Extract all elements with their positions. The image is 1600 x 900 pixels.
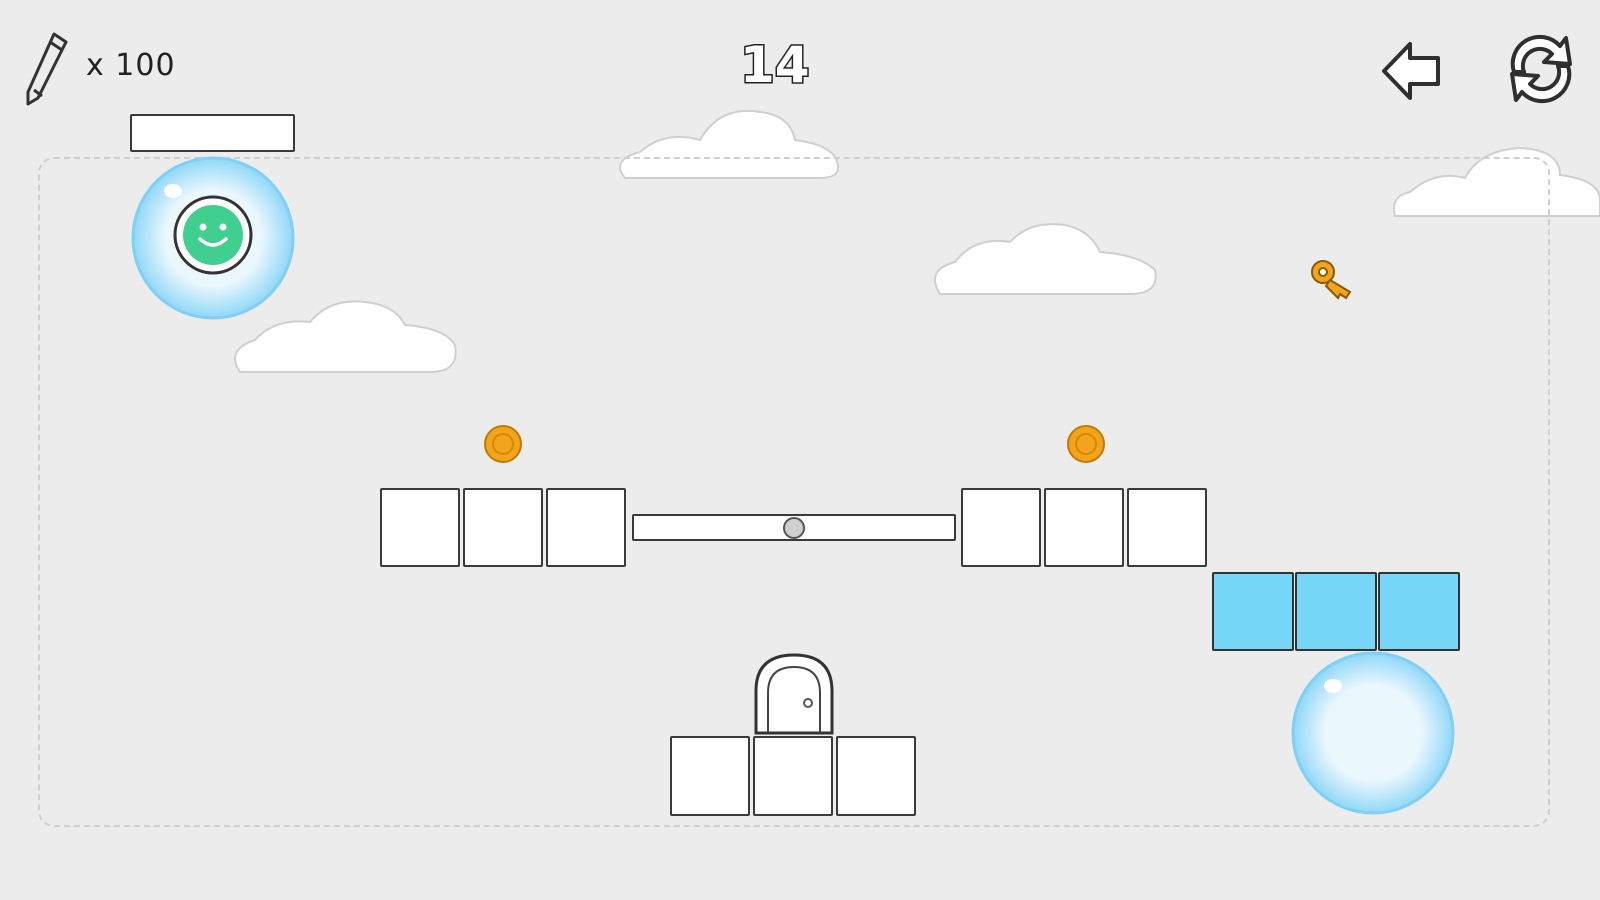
restart-icon [1510, 34, 1572, 104]
seesaw-pivot [783, 517, 805, 539]
blue-block [1378, 572, 1460, 651]
block [836, 736, 916, 816]
player-bubble[interactable] [128, 153, 298, 323]
player-face [173, 195, 253, 275]
block [670, 736, 750, 816]
back-button[interactable] [1378, 36, 1448, 106]
block [380, 488, 460, 567]
block [546, 488, 626, 567]
block [463, 488, 543, 567]
blue-block [1212, 572, 1294, 651]
cloud [934, 223, 1157, 295]
pencil-icon [26, 32, 68, 106]
coin-icon [484, 425, 522, 463]
back-arrow-icon [1382, 42, 1440, 100]
play-area-frame [38, 157, 1550, 827]
restart-button[interactable] [1496, 24, 1586, 114]
coin-icon [1067, 425, 1105, 463]
block [130, 114, 295, 152]
empty-bubble[interactable] [1288, 648, 1458, 818]
block [1127, 488, 1207, 567]
pencil-count: x 100 [86, 48, 176, 83]
cloud [619, 109, 840, 179]
block [753, 736, 833, 816]
block [961, 488, 1041, 567]
blue-block [1295, 572, 1377, 651]
level-number: 14 [739, 35, 812, 96]
key-icon [1311, 260, 1352, 300]
block [1044, 488, 1124, 567]
cloud [234, 300, 457, 373]
exit-door [754, 653, 834, 735]
